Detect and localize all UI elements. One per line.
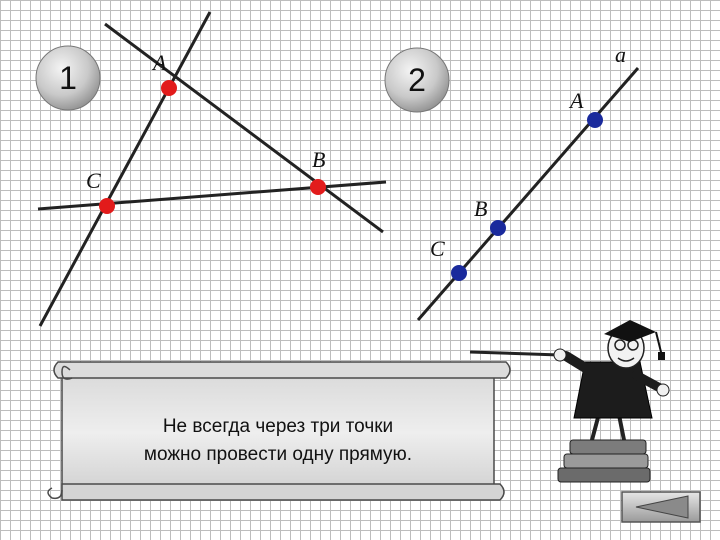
pointer-stick [469, 350, 561, 357]
arm-left [561, 351, 597, 377]
professor-illustration [553, 320, 670, 483]
label-c-1: C [86, 168, 101, 193]
point-a-1[interactable] [161, 80, 177, 96]
scroll-bottom-roll [61, 483, 505, 501]
back-triangle-icon[interactable] [635, 495, 689, 519]
scroll-line-2: можно провести одну прямую. [144, 444, 412, 465]
mortarboard [604, 320, 656, 342]
book-top [569, 439, 647, 455]
point-b-2[interactable] [490, 220, 506, 236]
back-button[interactable] [621, 491, 701, 523]
line-bc [37, 180, 387, 211]
hand-right [656, 383, 670, 397]
label-b-1: B [312, 147, 325, 172]
arm-right [631, 370, 665, 393]
badge-1-circle [35, 45, 101, 111]
label-c-2: C [430, 236, 445, 261]
point-c-1[interactable] [99, 198, 115, 214]
badge-2: 2 [384, 47, 450, 113]
badge-2-circle [384, 47, 450, 113]
hand-left [553, 348, 567, 362]
label-b-2: B [474, 196, 487, 221]
scroll-line-1: Не всегда через три точки [163, 416, 393, 437]
label-a-1: A [151, 50, 167, 75]
badge-2-text: 2 [408, 62, 426, 98]
scroll-curl-bottom [47, 487, 63, 500]
label-a-2: A [568, 88, 584, 113]
line-a [416, 67, 640, 321]
smile [617, 357, 635, 362]
point-a-2[interactable] [587, 112, 603, 128]
book-middle [563, 453, 649, 469]
figure-2: 2 a A B C [384, 42, 640, 321]
scroll-curl-top [61, 365, 73, 380]
badge-1-text: 1 [59, 60, 77, 96]
scroll-top-roll [53, 361, 511, 379]
scroll: Не всегда через три точки можно провести… [47, 361, 511, 501]
badge-1: 1 [35, 45, 101, 111]
line-ab [104, 22, 384, 234]
point-b-1[interactable] [310, 179, 326, 195]
label-line-a: a [615, 42, 626, 67]
glasses-left [614, 339, 626, 351]
point-c-2[interactable] [451, 265, 467, 281]
book-bottom [557, 467, 651, 483]
line-ac [38, 11, 212, 327]
tassel-end [658, 352, 665, 360]
figure-1: 1 A B C [35, 11, 387, 327]
